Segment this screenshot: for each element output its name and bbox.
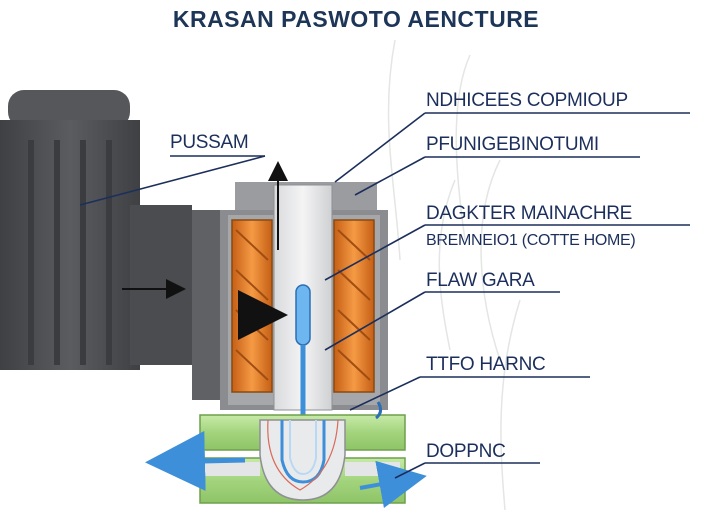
mechanical-arrows [122, 161, 288, 340]
label-fifth: TTFO HARNC [426, 354, 546, 375]
label-left: PUSSAM [170, 132, 249, 153]
leader-lines [79, 112, 690, 479]
diagram-title: KRASAN PASWOTO AENCTURE [172, 6, 540, 32]
label-second: PFUNIGEBINOTUMI [426, 134, 599, 155]
label-third: DAGKTER MAINACHRE [426, 203, 633, 224]
flow-arrows [145, 401, 427, 509]
background-sketch [387, 39, 521, 511]
plunger-stem [273, 184, 333, 430]
label-fourth: FLAW GARA [426, 270, 535, 291]
label-sixth: DOPPNC [426, 441, 506, 462]
label-top-right: NDHICEES COPMIOUP [426, 90, 628, 111]
label-third-sub: BREMNEIO1 (COTTE HOME) [426, 232, 636, 249]
